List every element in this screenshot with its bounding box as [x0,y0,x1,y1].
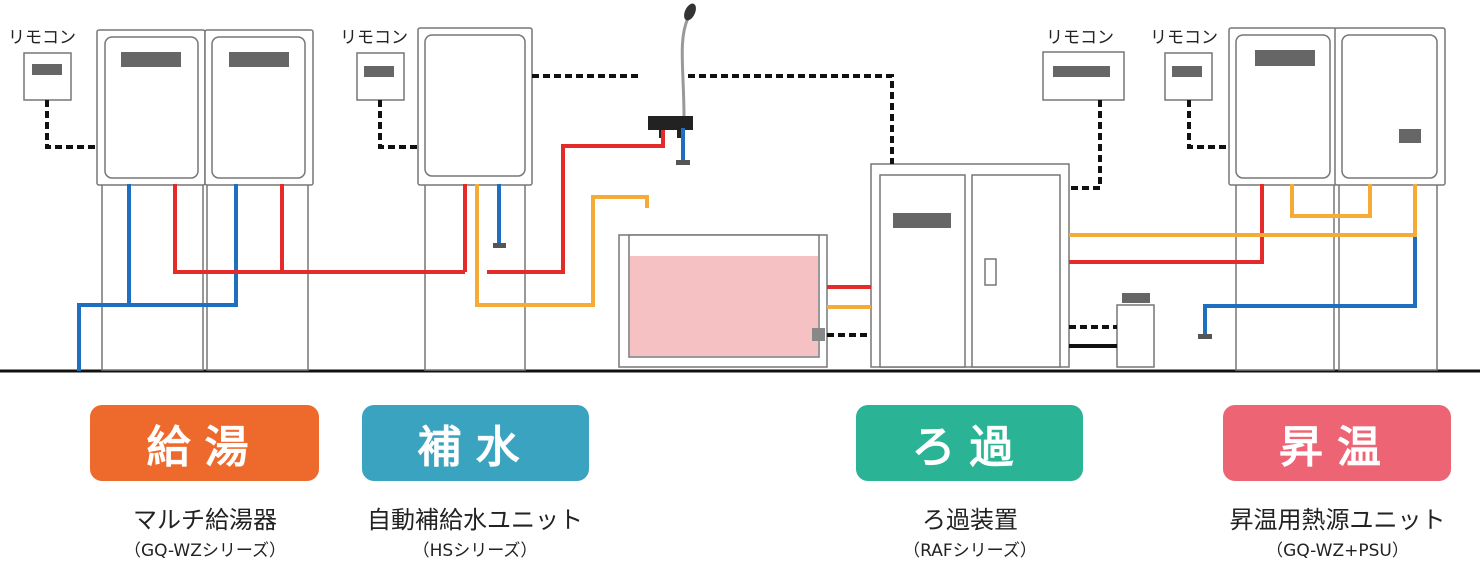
filter-display [893,213,951,228]
shower-faucet [648,3,696,138]
multi-water-heater [96,29,314,371]
caption-title: マルチ給湯器 [133,506,277,534]
remote-controller [1042,51,1125,101]
tank-water [630,256,818,356]
badge-kyuto: 給湯 [90,405,319,481]
remote-label: リモコン [340,28,408,48]
caption-subtitle: （GQ-WZシリーズ） [123,541,287,561]
bath-tank [618,234,828,368]
filtration-unit [870,163,1070,368]
remote-label: リモコン [8,28,76,48]
heater-display [1399,129,1421,143]
remote-controller [23,52,72,101]
caption-title: ろ過装置 [922,506,1018,534]
signal-lines [45,74,1229,337]
pipe-end [493,243,506,248]
heater-display [1255,50,1315,66]
badge-shoon: 昇温 [1223,405,1451,481]
pump-box [1116,293,1155,368]
remote-controller [356,52,405,101]
heater-display [121,52,181,67]
badge-hosui: 補水 [362,405,589,481]
caption-subtitle: （GQ-WZ+PSU） [1266,541,1409,561]
caption-subtitle: （HSシリーズ） [412,541,538,561]
caption-title: 昇温用熱源ユニット [1229,506,1446,534]
pipe-end [1198,334,1212,339]
pipe-end [676,160,690,165]
warm-water-pipes [475,184,1417,309]
caption-title: 自動補給水ユニット [367,506,583,534]
remote-label: リモコン [1150,28,1218,48]
remote-label: リモコン [1046,28,1114,48]
heating-heat-source-unit [1228,27,1446,371]
badge-roka: ろ過 [856,405,1083,481]
cold-water-pipes [77,128,1417,371]
remote-controller [1164,52,1213,101]
caption-subtitle: （RAFシリーズ） [903,541,1037,561]
hot-water-pipes [173,130,1264,289]
auto-water-supply-unit [417,27,533,371]
heater-display [229,52,289,67]
